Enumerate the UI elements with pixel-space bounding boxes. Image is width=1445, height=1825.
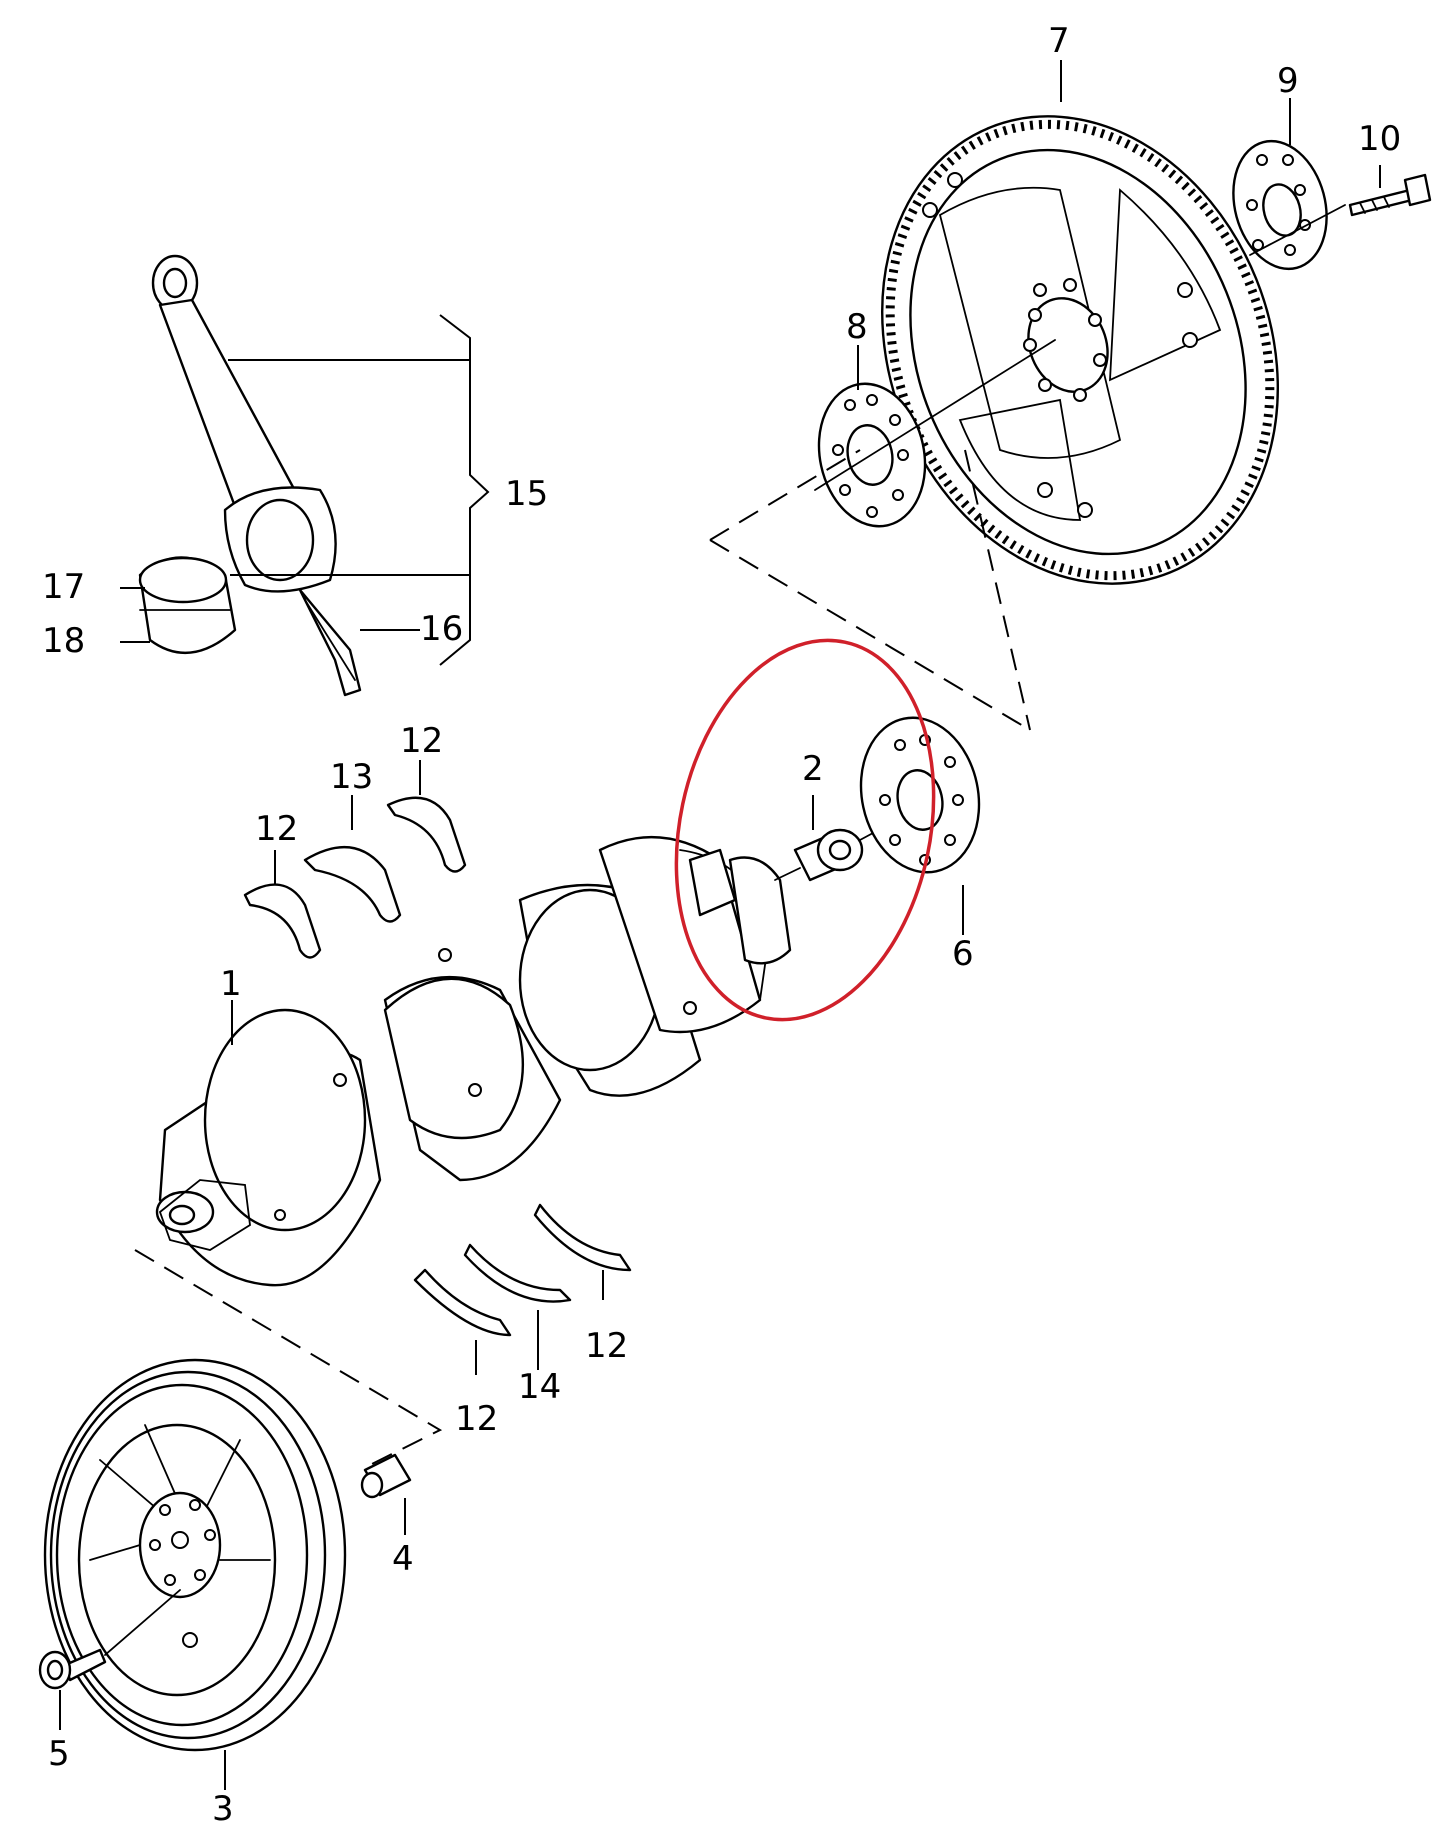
callout-1: 1: [220, 964, 242, 1004]
callout-12-right: 12: [585, 1326, 628, 1366]
upper-bearing-shells: [243, 796, 467, 959]
callout-8: 8: [846, 307, 868, 347]
flange-plate-6: [859, 716, 981, 874]
highlight-circle: [674, 638, 936, 1022]
callout-labels: 7 9 10 8 15 17 18 16 2 6 12 13 12 1 12 1…: [42, 21, 1401, 1825]
pilot-bushing: [774, 804, 926, 882]
callout-10: 10: [1358, 119, 1401, 159]
callout-4: 4: [392, 1539, 414, 1579]
callout-14: 14: [518, 1367, 561, 1407]
callout-16: 16: [420, 609, 463, 649]
pulley-bolt: [38, 1589, 181, 1690]
callout-18: 18: [42, 621, 85, 661]
flywheel: [881, 115, 1279, 585]
crankshaft: [155, 835, 792, 1287]
lower-bearing-shells: [413, 1203, 632, 1337]
callout-3: 3: [212, 1789, 234, 1825]
callout-12-bottom: 12: [455, 1399, 498, 1439]
callout-2: 2: [802, 749, 824, 789]
callout-6: 6: [952, 934, 974, 974]
bolt-10: [1348, 173, 1432, 217]
callout-15: 15: [505, 474, 548, 514]
connecting-rod: [151, 254, 362, 697]
callout-5: 5: [48, 1734, 70, 1774]
callout-12-left: 12: [255, 809, 298, 849]
shim-plate-9: [1232, 139, 1328, 271]
leader-lines: [59, 60, 1381, 1790]
vibration-damper-pulley: [43, 1358, 347, 1752]
callout-7: 7: [1048, 21, 1070, 61]
callout-9: 9: [1277, 61, 1299, 101]
dowel-pin: [360, 1453, 412, 1499]
bearing-shell-17-18: [138, 556, 237, 655]
callout-12-top: 12: [400, 721, 443, 761]
callout-13: 13: [330, 757, 373, 797]
callout-17: 17: [42, 567, 85, 607]
